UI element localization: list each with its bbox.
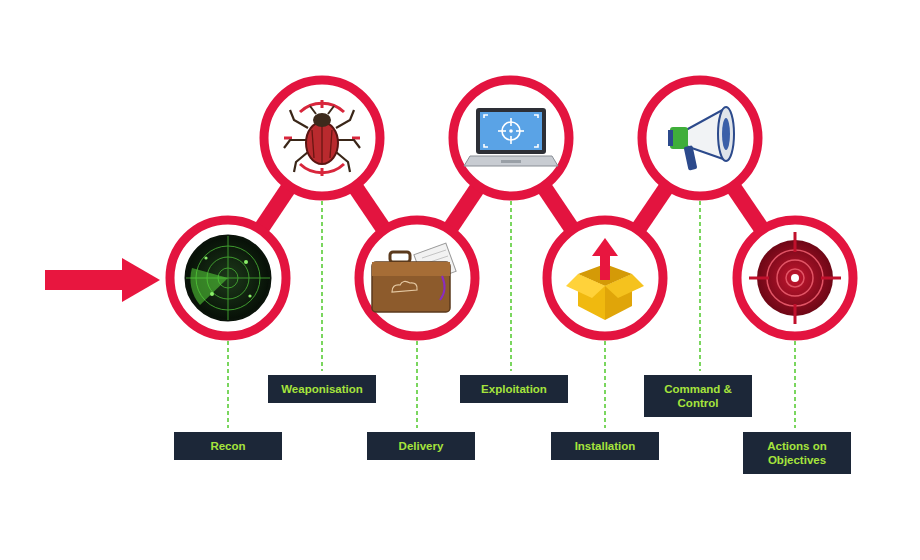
entry-arrow bbox=[45, 258, 160, 302]
stage-label-box: Exploitation bbox=[460, 375, 568, 403]
stage-label-box: Installation bbox=[551, 432, 659, 460]
stage-label: Installation bbox=[559, 439, 651, 453]
stage-label-box: Command & Control bbox=[644, 375, 752, 417]
target-icon bbox=[749, 232, 841, 324]
stage-label-box: Recon bbox=[174, 432, 282, 460]
stage-label-box: Weaponisation bbox=[268, 375, 376, 403]
stage-label: Command & Control bbox=[652, 382, 744, 410]
stage-label: Recon bbox=[182, 439, 274, 453]
briefcase-icon bbox=[372, 243, 456, 312]
laptop-icon bbox=[464, 108, 558, 166]
megaphone-icon bbox=[668, 107, 734, 171]
stage-rings bbox=[170, 80, 853, 336]
stage-label: Weaponisation bbox=[276, 382, 368, 396]
stage-label: Actions on Objectives bbox=[751, 439, 843, 467]
bug-icon bbox=[284, 100, 360, 176]
stage-label-box: Actions on Objectives bbox=[743, 432, 851, 474]
leader-lines bbox=[228, 201, 795, 428]
stage-label: Delivery bbox=[375, 439, 467, 453]
stage-label-box: Delivery bbox=[367, 432, 475, 460]
box-icon bbox=[566, 238, 644, 320]
stage-label: Exploitation bbox=[468, 382, 560, 396]
radar-icon bbox=[186, 236, 270, 320]
